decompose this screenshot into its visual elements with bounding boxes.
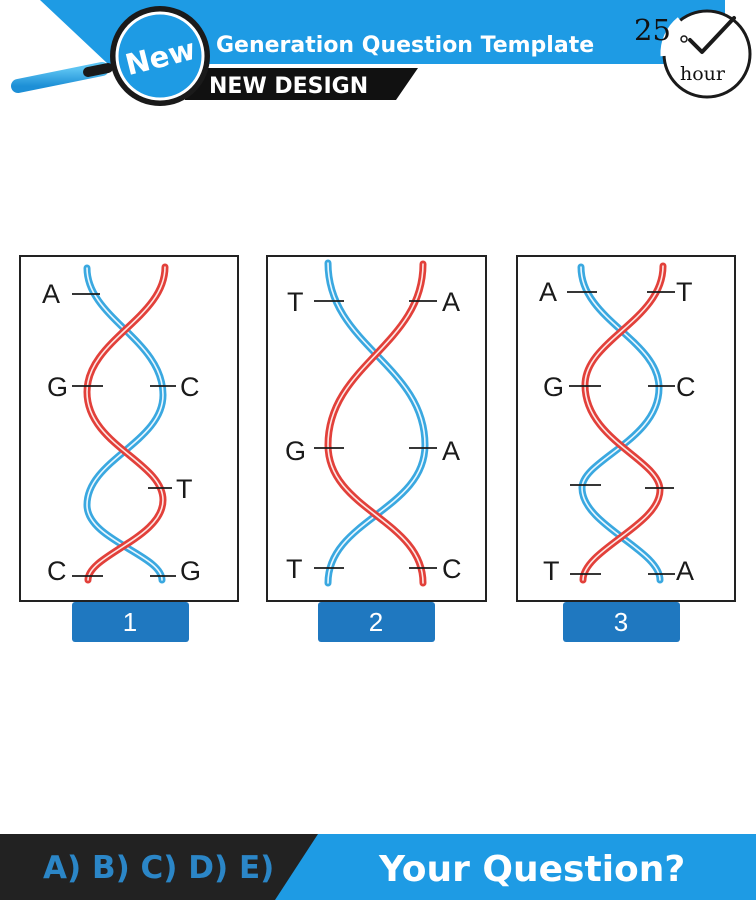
clock-unit-label: hour <box>680 63 726 85</box>
footer: A) B) C) D) E) Your Question? <box>0 834 756 900</box>
panel-number-badge <box>563 602 680 642</box>
base-label: T <box>176 474 193 504</box>
base-label: A <box>676 556 694 586</box>
dna-helix <box>577 262 667 584</box>
base-label: C <box>180 372 200 402</box>
base-label: T <box>287 287 304 317</box>
base-label: C <box>676 372 696 402</box>
base-label: G <box>543 372 564 402</box>
base-label: C <box>47 556 67 586</box>
magnifier-icon <box>11 6 210 106</box>
panel-number: 1 <box>123 607 137 637</box>
answer-options: A) B) C) D) E) <box>43 850 274 886</box>
template-subtitle: NEW DESIGN <box>209 74 368 99</box>
question-prompt: Your Question? <box>378 849 685 890</box>
panel-number-badge <box>72 602 189 642</box>
clock-icon <box>660 9 752 99</box>
base-label: G <box>180 556 201 586</box>
header-banner <box>40 0 725 64</box>
base-label: A <box>42 279 60 309</box>
panel-1: A G C T C G 1 <box>19 255 239 642</box>
template-title: Generation Question Template <box>216 33 594 58</box>
panel-2: T A G A T C 2 <box>266 255 487 642</box>
base-label: A <box>539 277 557 307</box>
panel-number: 3 <box>614 607 628 637</box>
base-ticks <box>567 291 675 575</box>
panel-number: 2 <box>369 607 383 637</box>
base-label: C <box>442 554 462 584</box>
base-label: T <box>286 554 303 584</box>
base-label: T <box>543 556 560 586</box>
panel-frame <box>516 255 736 602</box>
dna-helix <box>83 263 169 584</box>
panel-number-badge <box>318 602 435 642</box>
base-label: T <box>676 277 693 307</box>
base-label: A <box>442 436 460 466</box>
footer-blue-band <box>275 834 756 900</box>
base-label: G <box>285 436 306 466</box>
base-ticks <box>314 300 437 569</box>
subtitle-strip <box>185 68 418 100</box>
base-label: G <box>47 372 68 402</box>
header: New Generation Question Template NEW DES… <box>11 0 752 106</box>
dna-helix <box>324 259 429 587</box>
panel-frame <box>266 255 487 602</box>
panel-3: A T G C T A 3 <box>516 255 736 642</box>
clock-number: 25 <box>634 13 671 47</box>
base-label: A <box>442 287 460 317</box>
base-ticks <box>72 293 176 577</box>
